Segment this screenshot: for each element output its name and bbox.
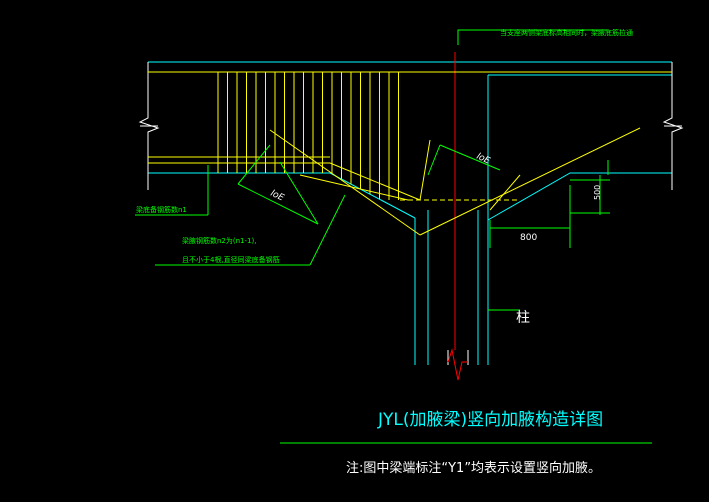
top-note-label: 当支座两侧梁底标高相同时，梁腋底筋拉通	[500, 28, 633, 37]
haunch-rebar-label-1: 梁腋钢筋数n2为(n1-1),	[182, 236, 256, 245]
bottom-rebar-label: 梁底备钢筋数n1	[136, 205, 187, 214]
beam-outline	[148, 61, 672, 221]
column-axis	[447, 52, 468, 381]
dim-500-label: 500	[593, 185, 602, 200]
dim-800-label: 800	[520, 233, 537, 243]
column-label: 柱	[516, 310, 530, 326]
stirrups	[217, 72, 399, 200]
haunch-rebar-label-2: 且不小于4根,直径同梁底备钢筋	[182, 255, 280, 264]
loe-right-label: loE	[475, 152, 492, 167]
leaders	[135, 29, 652, 444]
column-outline	[414, 74, 672, 365]
drawing-title: JYL(加腋梁)竖向加腋构造详图	[377, 410, 603, 430]
break-lines	[138, 62, 684, 365]
drawing-note: 注:图中梁端标注“Y1”均表示设置竖向加腋。	[346, 460, 601, 476]
loe-left-label: loE	[269, 189, 286, 204]
rebar	[148, 71, 672, 236]
